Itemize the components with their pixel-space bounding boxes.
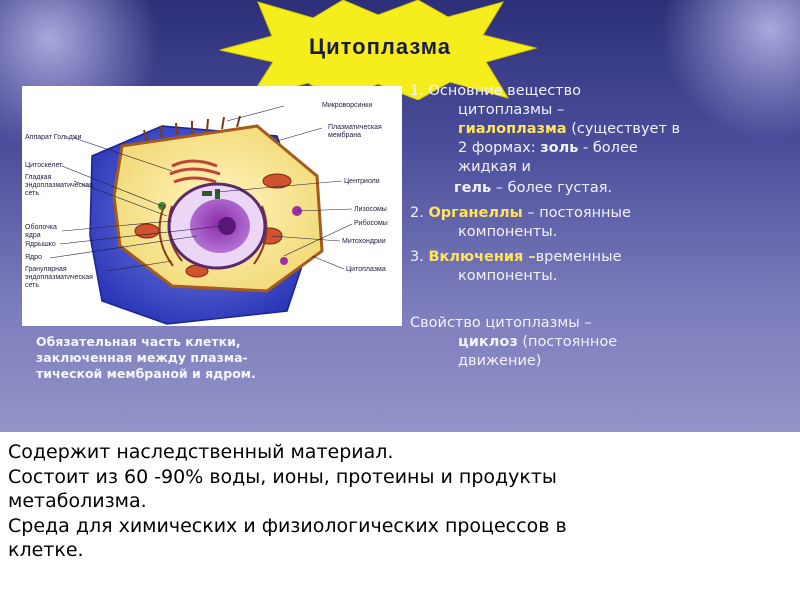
property-line: Свойство цитоплазмы – <box>410 315 592 331</box>
point-1-line: гиалоплазма (существует в <box>410 120 795 139</box>
title-star-burst <box>219 0 538 100</box>
cell-diagram: Микроворсинки Плазматическая мембрана Ап… <box>22 86 402 326</box>
bottom-notes: Содержит наследственный материал. Состои… <box>0 440 800 563</box>
point-3-text: временные <box>535 249 622 265</box>
term-hyaloplasm: гиалоплазма <box>458 121 567 137</box>
point-3-line: компоненты. <box>458 268 558 284</box>
point-3-number: 3. <box>410 249 429 265</box>
point-3-line: 3. Включения –временные <box>410 248 795 267</box>
term-inclusions: Включения – <box>428 249 536 265</box>
label-ribosomes: Рибосомы <box>354 220 388 227</box>
note-line: Среда для химических и физиологических п… <box>8 514 567 537</box>
note-line: Содержит наследственный материал. <box>8 441 394 463</box>
label-plasma-membrane-line: Плазматическая <box>328 124 382 131</box>
label-plasma-membrane: Плазматическая мембрана <box>328 124 382 140</box>
note-line: клетке. <box>8 539 84 561</box>
point-1-text: 2 формах: <box>458 140 541 156</box>
term-organelles: Органеллы <box>428 205 523 221</box>
label-rough-er-line: эндоплазматическая <box>25 274 93 281</box>
point-2-text: – постоянные <box>522 205 631 221</box>
note-line: Состоит из 60 -90% воды, ионы, протеины … <box>8 465 557 488</box>
term-gel: гель <box>454 180 492 196</box>
point-1-line: цитоплазмы – <box>458 102 565 118</box>
slide-background: Цитоплазма <box>0 0 800 432</box>
note-line: метаболизма. <box>8 490 147 512</box>
point-2-line: 2. Органеллы – постоянные <box>410 204 795 223</box>
point-2-number: 2. <box>410 205 429 221</box>
term-cyclosis: циклоз <box>458 334 518 350</box>
label-golgi: Аппарат Гольджи <box>25 134 82 141</box>
point-1-text: – более густая. <box>491 180 613 196</box>
label-rough-er-line: сеть <box>25 282 40 289</box>
label-nuclear-envelope-line: ядра <box>25 232 41 239</box>
property-line: движение) <box>458 353 542 369</box>
label-smooth-er-line: сеть <box>25 190 40 197</box>
label-rough-er-line: Гранулярная <box>25 266 67 273</box>
label-nucleus: Ядро <box>25 254 42 261</box>
definition-line: тической мембраной и ядром. <box>36 366 256 381</box>
point-1-line: гель – более густая. <box>410 179 795 198</box>
label-nuclear-envelope: Оболочка ядра <box>25 224 57 240</box>
point-2-line: компоненты. <box>458 224 558 240</box>
cytoplasm-definition: Обязательная часть клетки, заключенная м… <box>36 334 336 382</box>
label-rough-er: Гранулярная эндоплазматическая сеть <box>25 266 93 290</box>
label-microvilli: Микроворсинки <box>322 102 373 109</box>
label-mitochondria: Митохондрии <box>342 238 386 245</box>
label-lysosomes: Лизосомы <box>354 206 387 213</box>
property-line: циклоз (постоянное <box>410 333 795 352</box>
label-smooth-er-line: Гладкая <box>25 174 52 181</box>
cytoplasm-points: 1. Основние вещество цитоплазмы – гиалоп… <box>410 82 795 371</box>
slide-title: Цитоплазма <box>309 34 451 59</box>
label-centrioles: Центриоли <box>344 178 380 185</box>
property-text: (постоянное <box>517 334 618 350</box>
term-sol: золь <box>540 140 579 156</box>
definition-line: Обязательная часть клетки, <box>36 334 241 349</box>
label-cytoplasm: Цитоплазма <box>346 266 386 273</box>
label-smooth-er-line: эндоплазматическая <box>25 182 93 189</box>
label-plasma-membrane-line: мембрана <box>328 132 361 139</box>
label-nuclear-envelope-line: Оболочка <box>25 224 57 231</box>
point-1-text: - более <box>578 140 638 156</box>
label-smooth-er: Гладкая эндоплазматическая сеть <box>25 174 93 198</box>
point-1-line: 2 формах: золь - более <box>410 139 795 158</box>
cell-illustration <box>49 105 353 325</box>
definition-line: заключенная между плазма- <box>36 350 248 365</box>
label-nucleolus: Ядрышко <box>25 241 56 248</box>
point-1-text: (существует в <box>566 121 681 137</box>
point-1-line: 1. Основние вещество <box>410 83 582 99</box>
label-cytoskeleton: Цитоскелет <box>25 162 63 169</box>
point-1-line: жидкая и <box>458 159 531 175</box>
